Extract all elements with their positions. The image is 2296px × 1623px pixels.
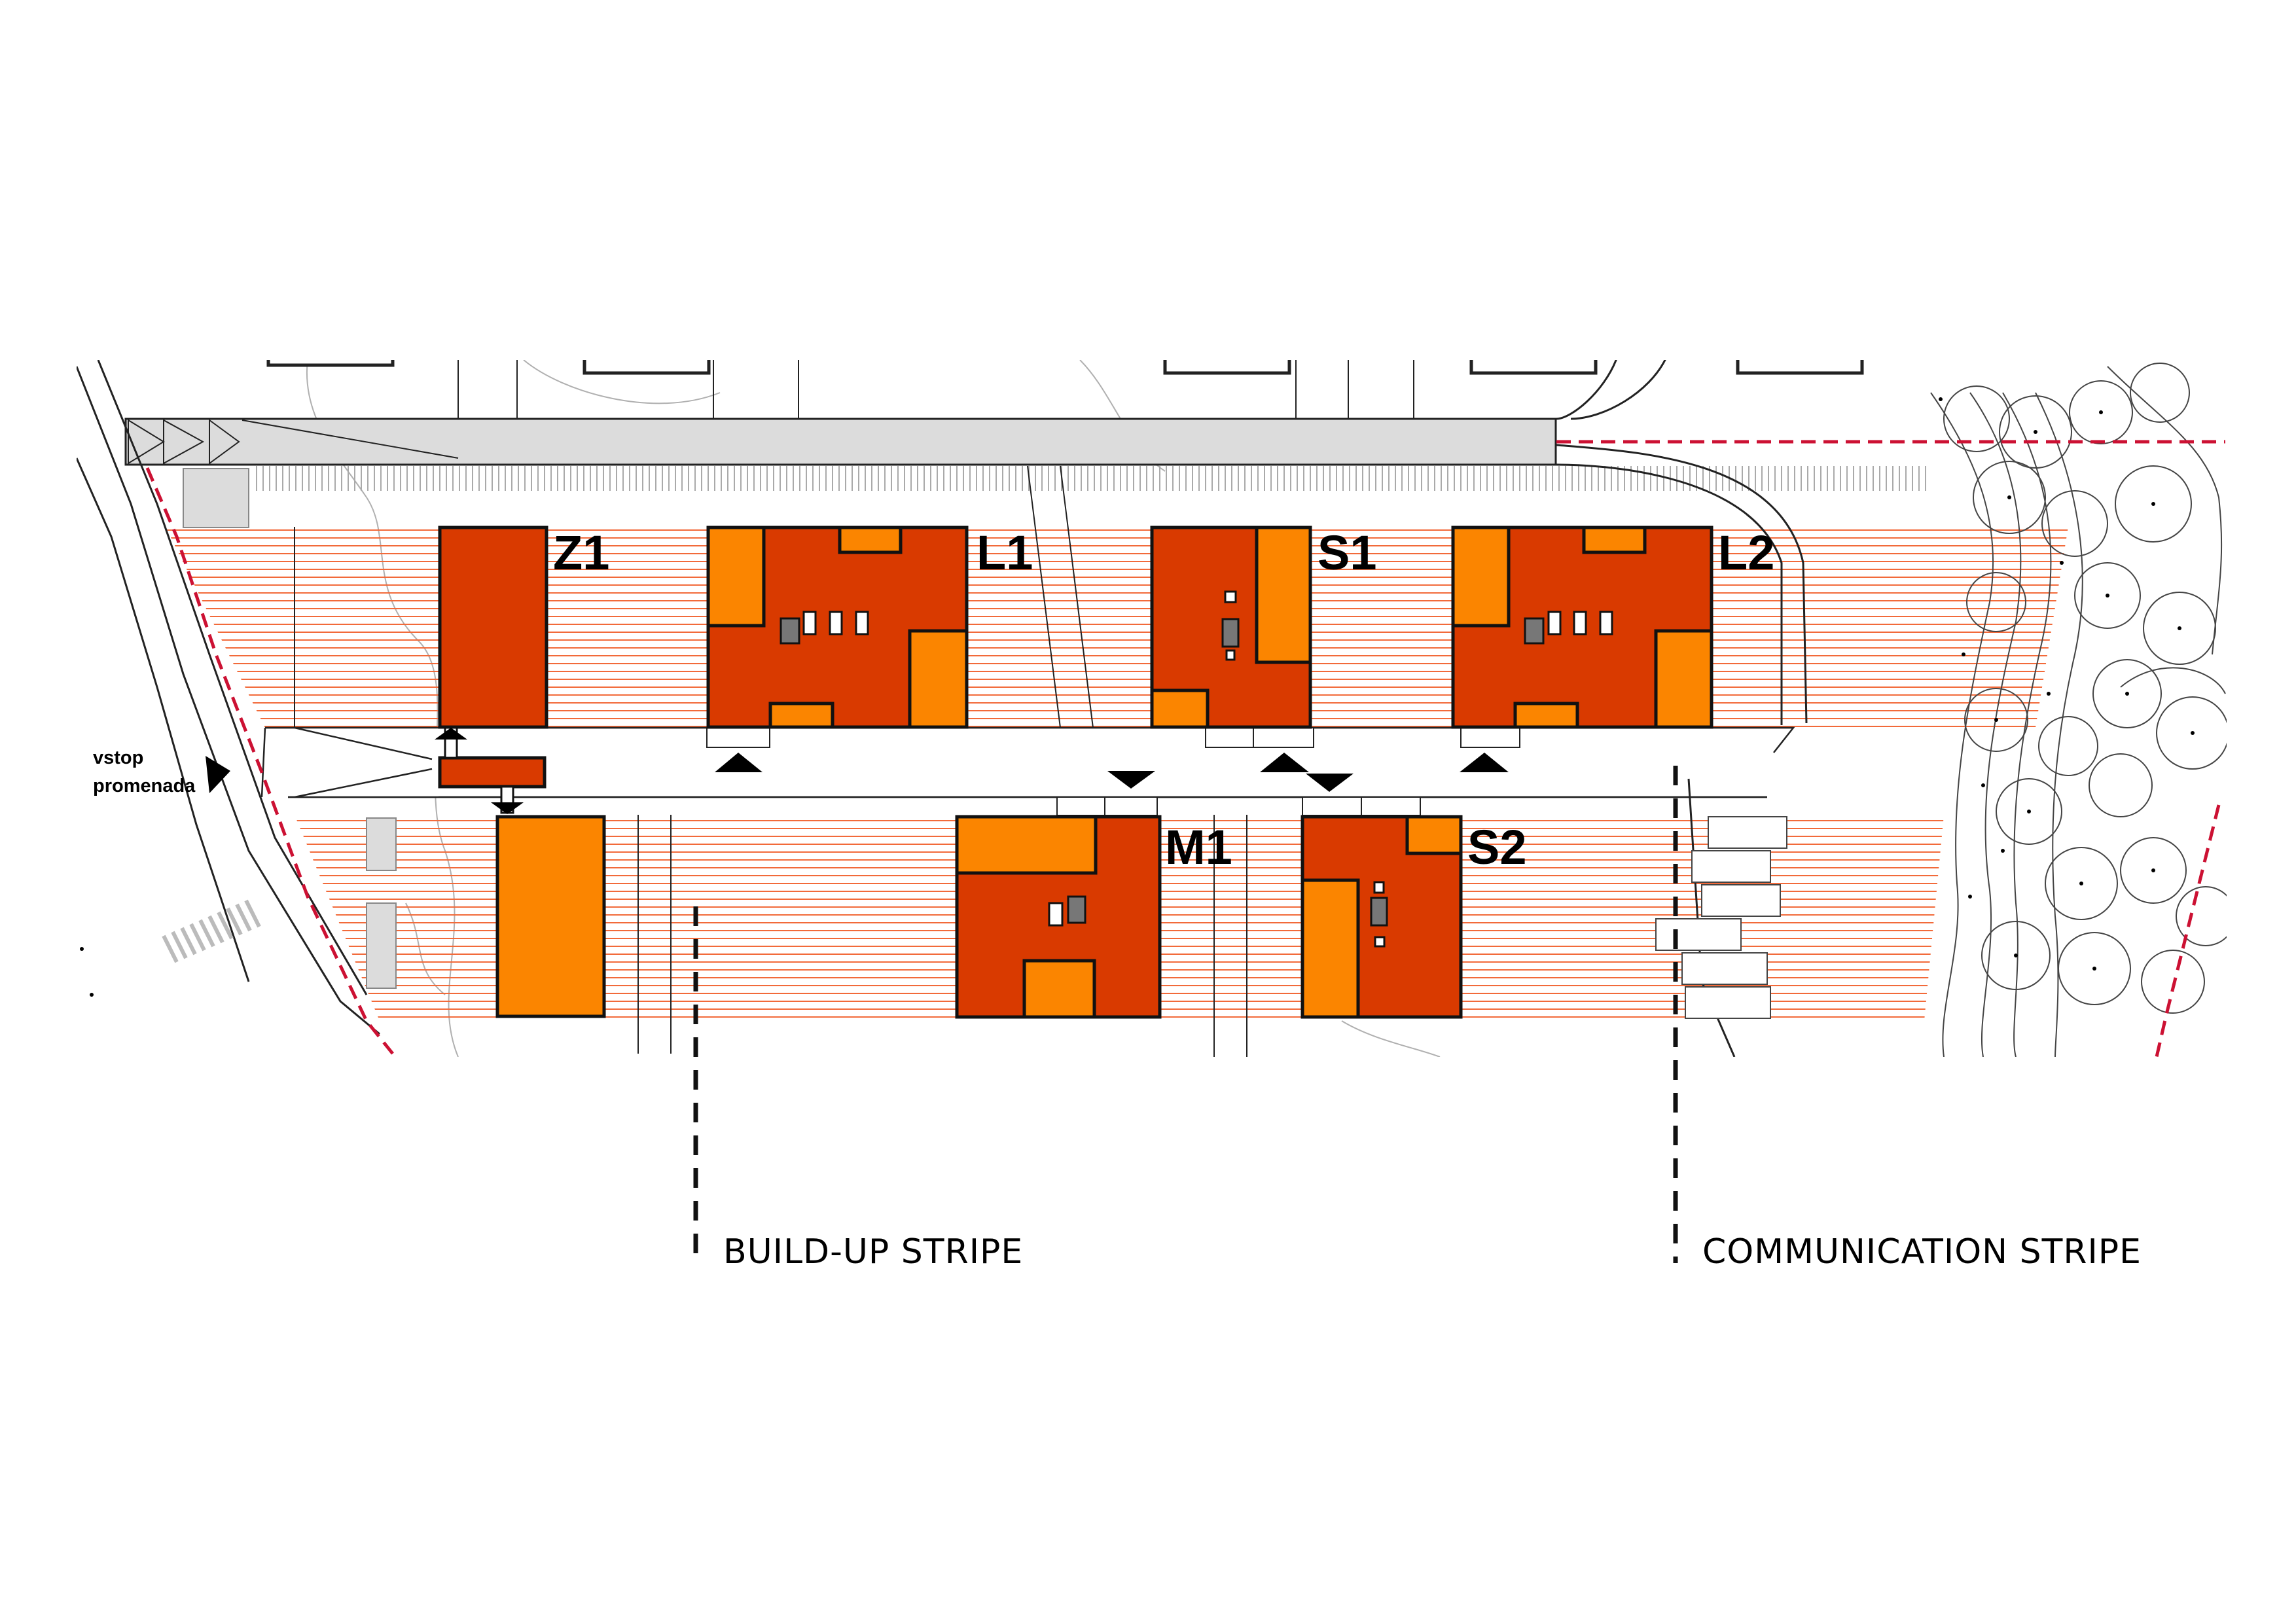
entrance-label-line2: promenada [93,776,196,796]
entrance-markers [206,753,1509,793]
label-s2: S2 [1467,820,1527,874]
label-m1: M1 [1165,820,1232,874]
label-l1: L1 [977,526,1033,580]
building-z1 [438,526,548,729]
label-z1: Z1 [553,526,609,580]
neighbor-buildings [266,360,1864,375]
label-communication-stripe: COMMUNICATION STRIPE [1702,1232,2142,1272]
stripe-markers [693,766,1678,1263]
pavers [1655,816,1787,1019]
connector-z1 [438,756,547,789]
building-z1-annex [495,815,606,1018]
tree-dots [80,397,2195,997]
label-s1: S1 [1318,526,1377,580]
forest-area [1930,363,2227,1057]
entrance-label-line1: vstop [93,747,143,768]
top-road [124,418,1557,528]
plot-lines [294,360,1414,1057]
label-buildup-stripe: BUILD-UP STRIPE [723,1232,1023,1272]
label-l2: L2 [1718,526,1774,580]
parking-ticks [255,466,1931,491]
access-road [1556,360,1808,1057]
site-boundary [145,440,2225,1057]
building-entry-steps [706,727,1520,816]
zebra-crossing [162,899,261,963]
buildings [435,526,1713,1019]
grey-parking [366,817,397,989]
